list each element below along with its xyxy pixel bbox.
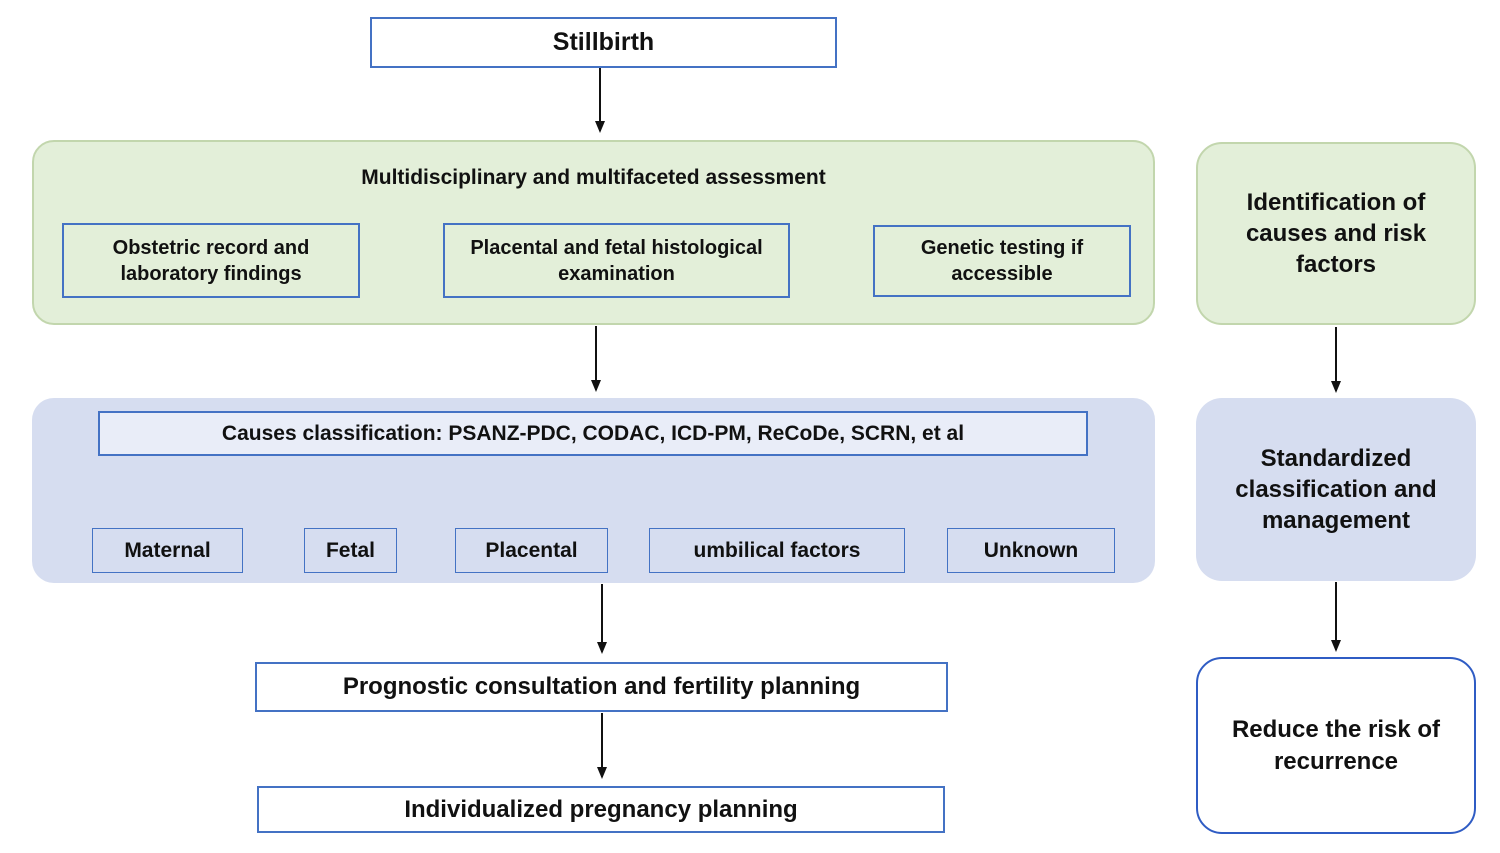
category-fetal-box: Fetal [304, 528, 397, 573]
category-unknown-box: Unknown [947, 528, 1115, 573]
individualized-planning-box: Individualized pregnancy planning [257, 786, 945, 833]
category-placental-box: Placental [455, 528, 608, 573]
assessment-step-histological-exam: Placental and fetal histological examina… [443, 223, 790, 298]
stillbirth-box: Stillbirth [370, 17, 837, 68]
reduce-risk-outcome-box: Reduce the risk of recurrence [1196, 657, 1476, 834]
category-maternal-box: Maternal [92, 528, 243, 573]
assessment-step-obstetric-record: Obstetric record and laboratory findings [62, 223, 360, 298]
assessment-title: Multidisciplinary and multifaceted asses… [361, 166, 826, 189]
category-umbilical-box: umbilical factors [649, 528, 905, 573]
prognostic-consultation-box: Prognostic consultation and fertility pl… [255, 662, 948, 712]
standardized-outcome-box: Standardized classification and manageme… [1196, 398, 1476, 581]
identification-outcome-box: Identification of causes and risk factor… [1196, 142, 1476, 325]
assessment-step-genetic-testing: Genetic testing if accessible [873, 225, 1131, 297]
classification-header-box: Causes classification: PSANZ-PDC, CODAC,… [98, 411, 1088, 456]
